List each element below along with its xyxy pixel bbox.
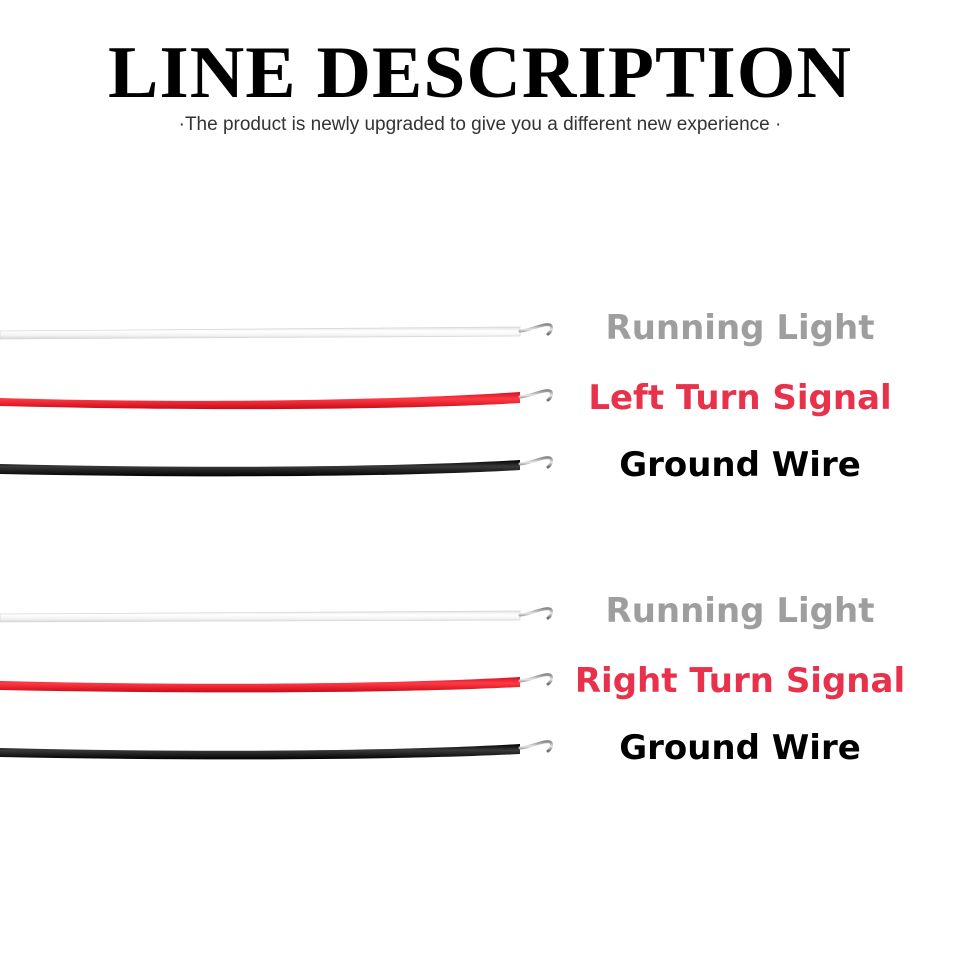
- page-subtitle: ·The product is newly upgraded to give y…: [178, 114, 782, 135]
- page-title: LINE DESCRIPTION: [107, 32, 853, 114]
- wire-red-1: [0, 389, 553, 410]
- wire-tip-icon: [518, 740, 553, 753]
- wire-white-1: [0, 323, 553, 340]
- wire-tip-icon: [518, 456, 553, 469]
- wire-tip-icon: [518, 673, 553, 686]
- wire-tip-icon: [518, 607, 553, 620]
- wire-white-2: [0, 607, 553, 623]
- label-running-light-2: Running Light: [605, 591, 875, 631]
- label-left-turn-signal: Left Turn Signal: [588, 378, 892, 418]
- wire-tip-icon: [518, 389, 553, 402]
- wire-black-2: [0, 740, 553, 760]
- wire-tip-icon: [518, 323, 553, 336]
- wire-black-1: [0, 456, 553, 477]
- wire-red-2: [0, 673, 553, 693]
- label-right-turn-signal: Right Turn Signal: [574, 661, 906, 701]
- label-running-light-1: Running Light: [605, 308, 875, 348]
- label-ground-wire-1: Ground Wire: [619, 445, 861, 485]
- label-ground-wire-2: Ground Wire: [619, 728, 861, 768]
